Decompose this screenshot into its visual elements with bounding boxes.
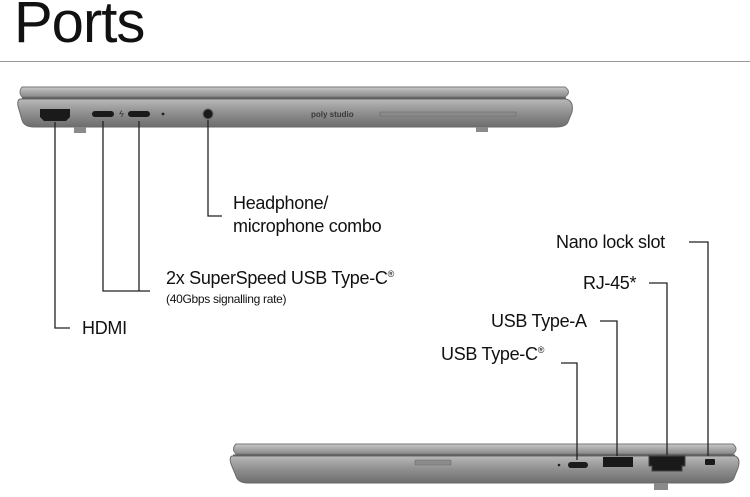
rj45-label: RJ-45* — [583, 273, 637, 293]
vent-slot — [379, 111, 517, 117]
usbc-label: 2x SuperSpeed USB Type-C® — [166, 267, 394, 290]
nano-lock-label: Nano lock slot — [556, 232, 665, 252]
registered-mark: ® — [387, 269, 395, 279]
brand-text: poly studio — [311, 110, 354, 119]
headphone-label-line1: Headphone/ — [233, 193, 329, 213]
page-title: Ports — [14, 0, 145, 55]
nano-lock-callout-line — [689, 241, 709, 456]
callout-lines-left — [54, 120, 222, 329]
usbc-label-text: 2x SuperSpeed USB Type-C — [166, 268, 388, 288]
usbc-callout-line — [102, 121, 150, 292]
laptop-lid — [19, 86, 569, 98]
title-divider — [0, 61, 750, 62]
led-indicator-icon — [161, 112, 165, 116]
laptop-foot — [74, 127, 86, 133]
usb-c-port-icon — [568, 462, 588, 468]
headphone-label-line2: microphone combo — [233, 215, 382, 236]
laptop-lid — [233, 443, 737, 455]
usb-c-callout-line — [561, 362, 578, 460]
vent-slot — [414, 459, 452, 466]
hdmi-port-icon — [40, 109, 70, 121]
laptop-foot — [476, 127, 488, 132]
usb-c-label: USB Type-C® — [441, 343, 544, 366]
laptop-base — [17, 98, 573, 128]
usb-a-callout-line — [600, 320, 618, 456]
laptop-foot — [654, 483, 668, 490]
thunderbolt-icon: ϟ — [119, 109, 124, 119]
headphone-label: Headphone/ microphone combo — [233, 192, 382, 237]
headphone-callout-line — [207, 120, 222, 217]
hdmi-callout-line — [54, 122, 70, 329]
audio-jack-icon — [202, 108, 214, 120]
usb-c-label-text: USB Type-C — [441, 344, 538, 364]
rj45-port-icon — [648, 455, 686, 472]
rj45-callout-line — [649, 282, 668, 455]
laptop-right-side — [229, 443, 740, 490]
usb-a-label: USB Type-A — [491, 311, 587, 331]
nano-lock-slot-icon — [705, 459, 715, 465]
usb-a-port-icon — [603, 457, 633, 467]
laptop-left-side: ϟ poly studio — [17, 86, 573, 133]
hdmi-label: HDMI — [82, 318, 127, 338]
usb-c-port-icon — [128, 111, 150, 117]
led-indicator-icon — [557, 463, 561, 467]
usb-c-port-icon — [92, 111, 114, 117]
usbc-note: (40Gbps signalling rate) — [166, 292, 287, 306]
callout-lines-right — [561, 241, 709, 460]
registered-mark: ® — [537, 345, 545, 355]
